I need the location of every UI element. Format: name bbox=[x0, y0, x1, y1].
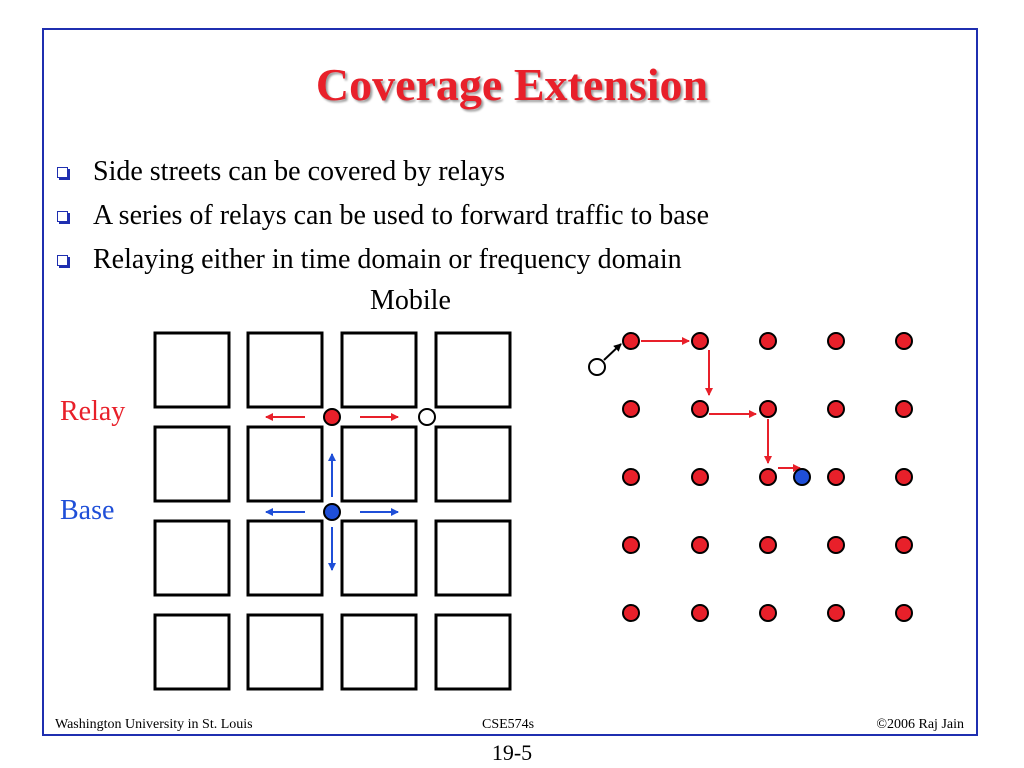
square-bullet-icon bbox=[57, 211, 68, 222]
relay-node bbox=[895, 468, 913, 486]
relay-node bbox=[759, 400, 777, 418]
relay-node bbox=[895, 604, 913, 622]
relay-node bbox=[759, 536, 777, 554]
relay-node bbox=[827, 400, 845, 418]
mobile-node bbox=[418, 408, 436, 426]
relay-node bbox=[827, 468, 845, 486]
city-block bbox=[340, 519, 418, 597]
relay-node bbox=[895, 332, 913, 350]
city-block bbox=[340, 425, 418, 503]
relay-node bbox=[827, 604, 845, 622]
bullet-item: Side streets can be covered by relays bbox=[55, 150, 709, 194]
city-block bbox=[246, 613, 324, 691]
mobile-node bbox=[588, 358, 606, 376]
relay-path bbox=[641, 337, 801, 472]
city-block-grid bbox=[153, 331, 512, 691]
relay-node-grid bbox=[622, 332, 913, 622]
city-block bbox=[153, 519, 231, 597]
base-label: Base bbox=[60, 495, 115, 526]
relay-node bbox=[691, 400, 709, 418]
city-block bbox=[153, 425, 231, 503]
relay-node bbox=[759, 604, 777, 622]
bullet-list: Side streets can be covered by relays A … bbox=[55, 150, 709, 282]
base-node bbox=[323, 503, 341, 521]
relay-node bbox=[691, 604, 709, 622]
relay-node bbox=[622, 604, 640, 622]
relay-node bbox=[691, 332, 709, 350]
relay-node bbox=[323, 408, 341, 426]
footer-institution: Washington University in St. Louis bbox=[55, 717, 253, 732]
city-block bbox=[153, 331, 231, 409]
city-block bbox=[434, 425, 512, 503]
slide-title: Coverage Extension bbox=[315, 59, 709, 110]
city-block bbox=[246, 425, 324, 503]
bullet-item: A series of relays can be used to forwar… bbox=[55, 194, 709, 238]
relay-node bbox=[691, 468, 709, 486]
city-block bbox=[434, 519, 512, 597]
relay-node bbox=[759, 468, 777, 486]
relay-node bbox=[827, 536, 845, 554]
relay-node bbox=[759, 332, 777, 350]
bullet-item: Relaying either in time domain or freque… bbox=[55, 238, 709, 282]
city-block bbox=[434, 613, 512, 691]
mobile-label: Mobile bbox=[370, 285, 451, 316]
city-block bbox=[434, 331, 512, 409]
mobile-uplink-arrow bbox=[603, 343, 622, 361]
square-bullet-icon bbox=[57, 167, 68, 178]
city-block bbox=[340, 613, 418, 691]
slide-frame bbox=[42, 28, 978, 736]
relay-node bbox=[622, 332, 640, 350]
footer-course: CSE574s bbox=[482, 717, 535, 732]
relay-node bbox=[691, 536, 709, 554]
city-block bbox=[246, 331, 324, 409]
bullet-text: Relaying either in time domain or freque… bbox=[93, 244, 682, 275]
relay-node bbox=[895, 400, 913, 418]
footer-copyright: ©2006 Raj Jain bbox=[876, 717, 964, 732]
city-block bbox=[340, 331, 418, 409]
relay-label: Relay bbox=[60, 396, 126, 427]
relay-node bbox=[622, 400, 640, 418]
relay-node bbox=[622, 468, 640, 486]
square-bullet-icon bbox=[57, 255, 68, 266]
city-block bbox=[246, 519, 324, 597]
bullet-text: A series of relays can be used to forwar… bbox=[93, 200, 710, 231]
page-number: 19-5 bbox=[491, 740, 533, 765]
relay-node bbox=[622, 536, 640, 554]
city-block bbox=[153, 613, 231, 691]
relay-node bbox=[895, 536, 913, 554]
base-node bbox=[793, 468, 811, 486]
relay-node bbox=[827, 332, 845, 350]
bullet-text: Side streets can be covered by relays bbox=[93, 156, 506, 187]
